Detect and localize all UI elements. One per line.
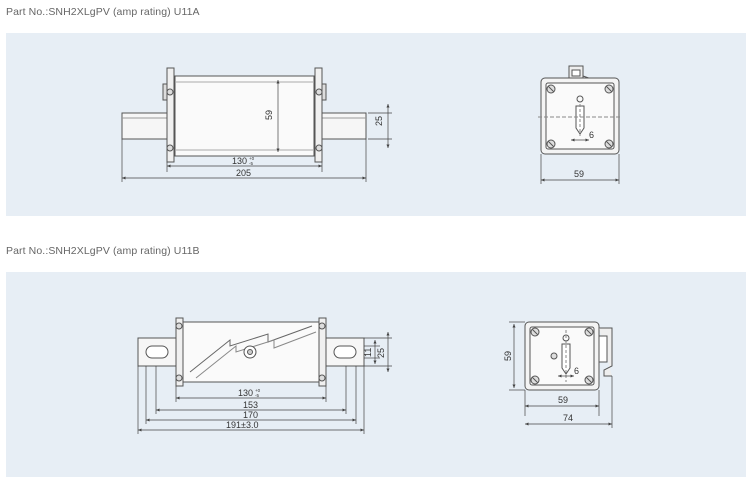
u11b-dim-11: 11 [363,348,373,357]
u11b-end-view [524,321,613,391]
u11a-side-view [121,67,367,163]
u11a-dim-25: 25 [374,116,384,126]
u11a-dim-59-height: 59 [264,110,274,120]
u11b-end-dim-59: 59 [558,395,568,405]
u11b-dim-170: 170 [243,410,258,420]
u11b-end-dimensions [509,321,613,428]
u11a-dim-130-tol: +0-5 [249,156,255,166]
u11b-dim-130: 130 [238,388,253,398]
caption-u11a: Part No.:SNH2XLgPV (amp rating) U11A [6,6,200,18]
u11b-end-dim-6: 6 [574,366,579,376]
u11b-dim-25: 25 [376,348,386,358]
u11a-side-dimensions [121,80,392,182]
u11a-dim-130: 130 [232,156,247,166]
u11b-dim-191: 191±3.0 [226,420,258,430]
drawing-panel-u11b [6,272,746,477]
u11a-end-dim-6: 6 [589,130,594,140]
u11a-end-view [538,65,622,155]
u11b-dim-153: 153 [243,400,258,410]
u11a-dim-205: 205 [236,168,251,178]
u11a-end-dim-59: 59 [574,169,584,179]
caption-u11b: Part No.:SNH2XLgPV (amp rating) U11B [6,245,200,257]
u11b-side-dimensions [137,332,392,434]
u11b-end-dim-74: 74 [563,413,573,423]
u11a-end-dimensions [540,138,620,184]
u11b-side-view [137,317,365,387]
u11b-dim-130-tol: +0-5 [255,388,261,398]
u11b-end-dim-59-height: 59 [503,351,513,361]
